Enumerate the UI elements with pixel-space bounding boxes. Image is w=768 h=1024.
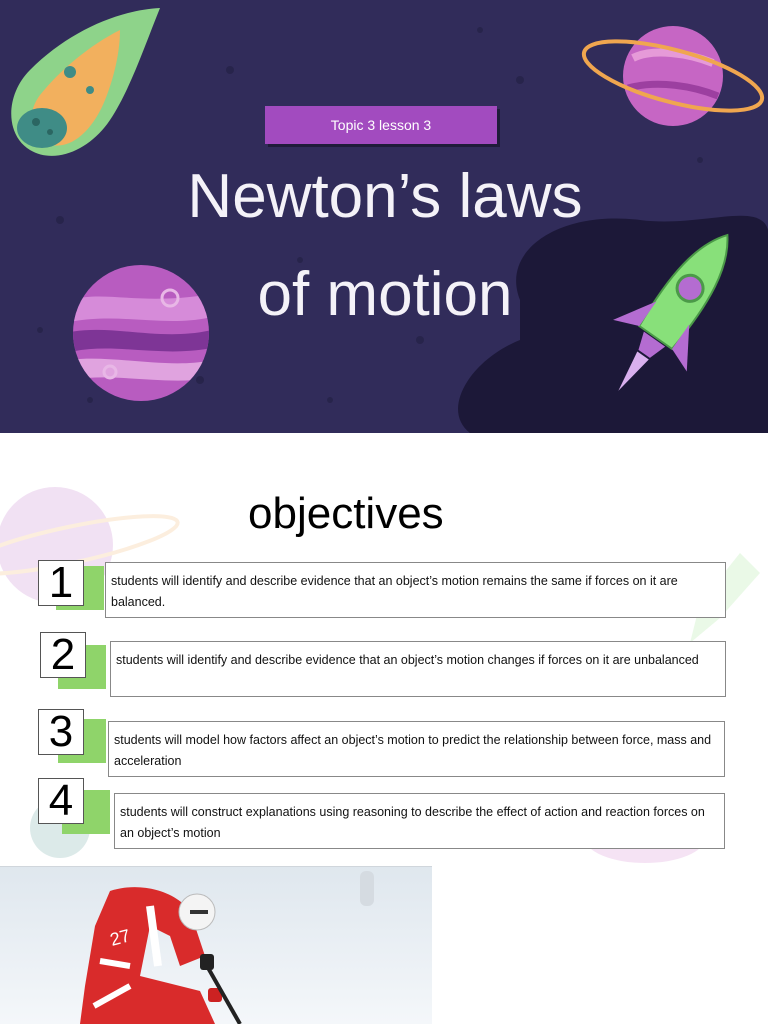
striped-planet-icon bbox=[73, 265, 209, 401]
ringed-planet-icon bbox=[581, 26, 765, 126]
slide-title: Newton’s laws of motion bbox=[90, 148, 680, 344]
objectives-title: objectives bbox=[248, 489, 444, 538]
objective-text: students will identify and describe evid… bbox=[105, 562, 726, 618]
objective-number: 2 bbox=[40, 630, 86, 679]
objective-number: 1 bbox=[38, 558, 84, 607]
hockey-photo: 27 bbox=[0, 866, 432, 1024]
objective-text: students will construct explanations usi… bbox=[114, 793, 725, 849]
objective-number: 4 bbox=[38, 776, 84, 825]
objective-text: students will model how factors affect a… bbox=[108, 721, 725, 777]
rocket-icon bbox=[613, 233, 729, 391]
hockey-player-image: 27 bbox=[0, 866, 432, 1024]
comet-icon bbox=[11, 8, 160, 156]
title-line-1: Newton’s laws bbox=[187, 162, 583, 231]
objective-text: students will identify and describe evid… bbox=[110, 641, 726, 697]
topic-badge: Topic 3 lesson 3 bbox=[265, 106, 497, 144]
title-slide: Topic 3 lesson 3 Newton’s laws of motion bbox=[0, 0, 768, 433]
objective-number: 3 bbox=[38, 707, 84, 756]
objectives-slide: objectives 1 students will identify and … bbox=[0, 433, 768, 866]
title-line-2: of motion bbox=[257, 260, 513, 329]
